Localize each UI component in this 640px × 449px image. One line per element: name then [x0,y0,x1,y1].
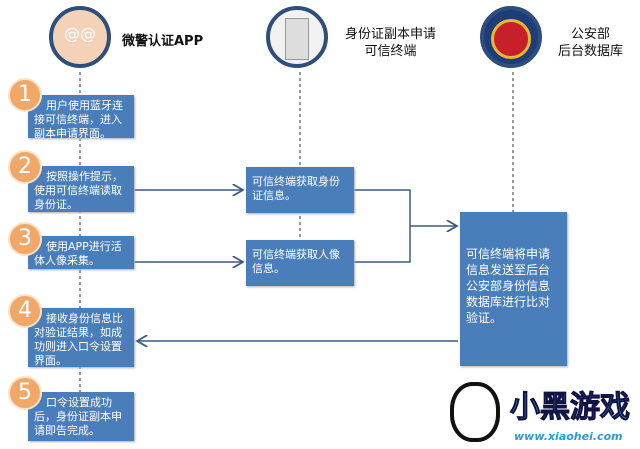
actor-app-label: 微警认证APP [122,34,204,49]
step-1-box: 用户使用蓝牙连接可信终端，进入副本申请界面。 [28,95,134,140]
actor-backend-label: 公安部后台数据库 [558,27,624,59]
backend-verify-box: 可信终端将申请信息发送至后台公安部身份信息数据库进行比对验证。 [460,212,567,366]
step-4-badge: 4 [8,294,42,328]
police-emblem-icon [480,6,542,68]
step-1-badge: 1 [8,78,42,112]
step-2-badge: 2 [8,150,42,184]
terminal-face-box: 可信终端获取人像信息。 [246,240,354,286]
step-3-badge: 3 [8,222,42,256]
terminal-id-box: 可信终端获取身份证信息。 [246,167,354,213]
step-2-box: 按照操作提示，使用可信终端读取身份证。 [28,166,134,212]
step-5-badge: 5 [8,376,42,410]
merge-connector [354,189,411,263]
watermark-brand: 小黑游戏 [510,390,631,426]
watermark-logo: 小黑游戏 www.xiaohei.com [448,378,638,448]
app-icon: @@ [49,6,111,68]
step-5-box: 口令设置成功后，身份证副本申请即告完成。 [28,392,134,441]
actor-terminal-label: 身份证副本申请可信终端 [345,27,437,59]
terminal-device-icon [266,6,328,68]
watermark-url: www.xiaohei.com [514,430,623,443]
step-3-box: 使用APP进行活体人像采集。 [28,236,134,269]
panda-icon [450,382,500,442]
step-4-box: 接收身份信息比对验证结果，如成功则进入口令设置界面。 [28,308,134,367]
